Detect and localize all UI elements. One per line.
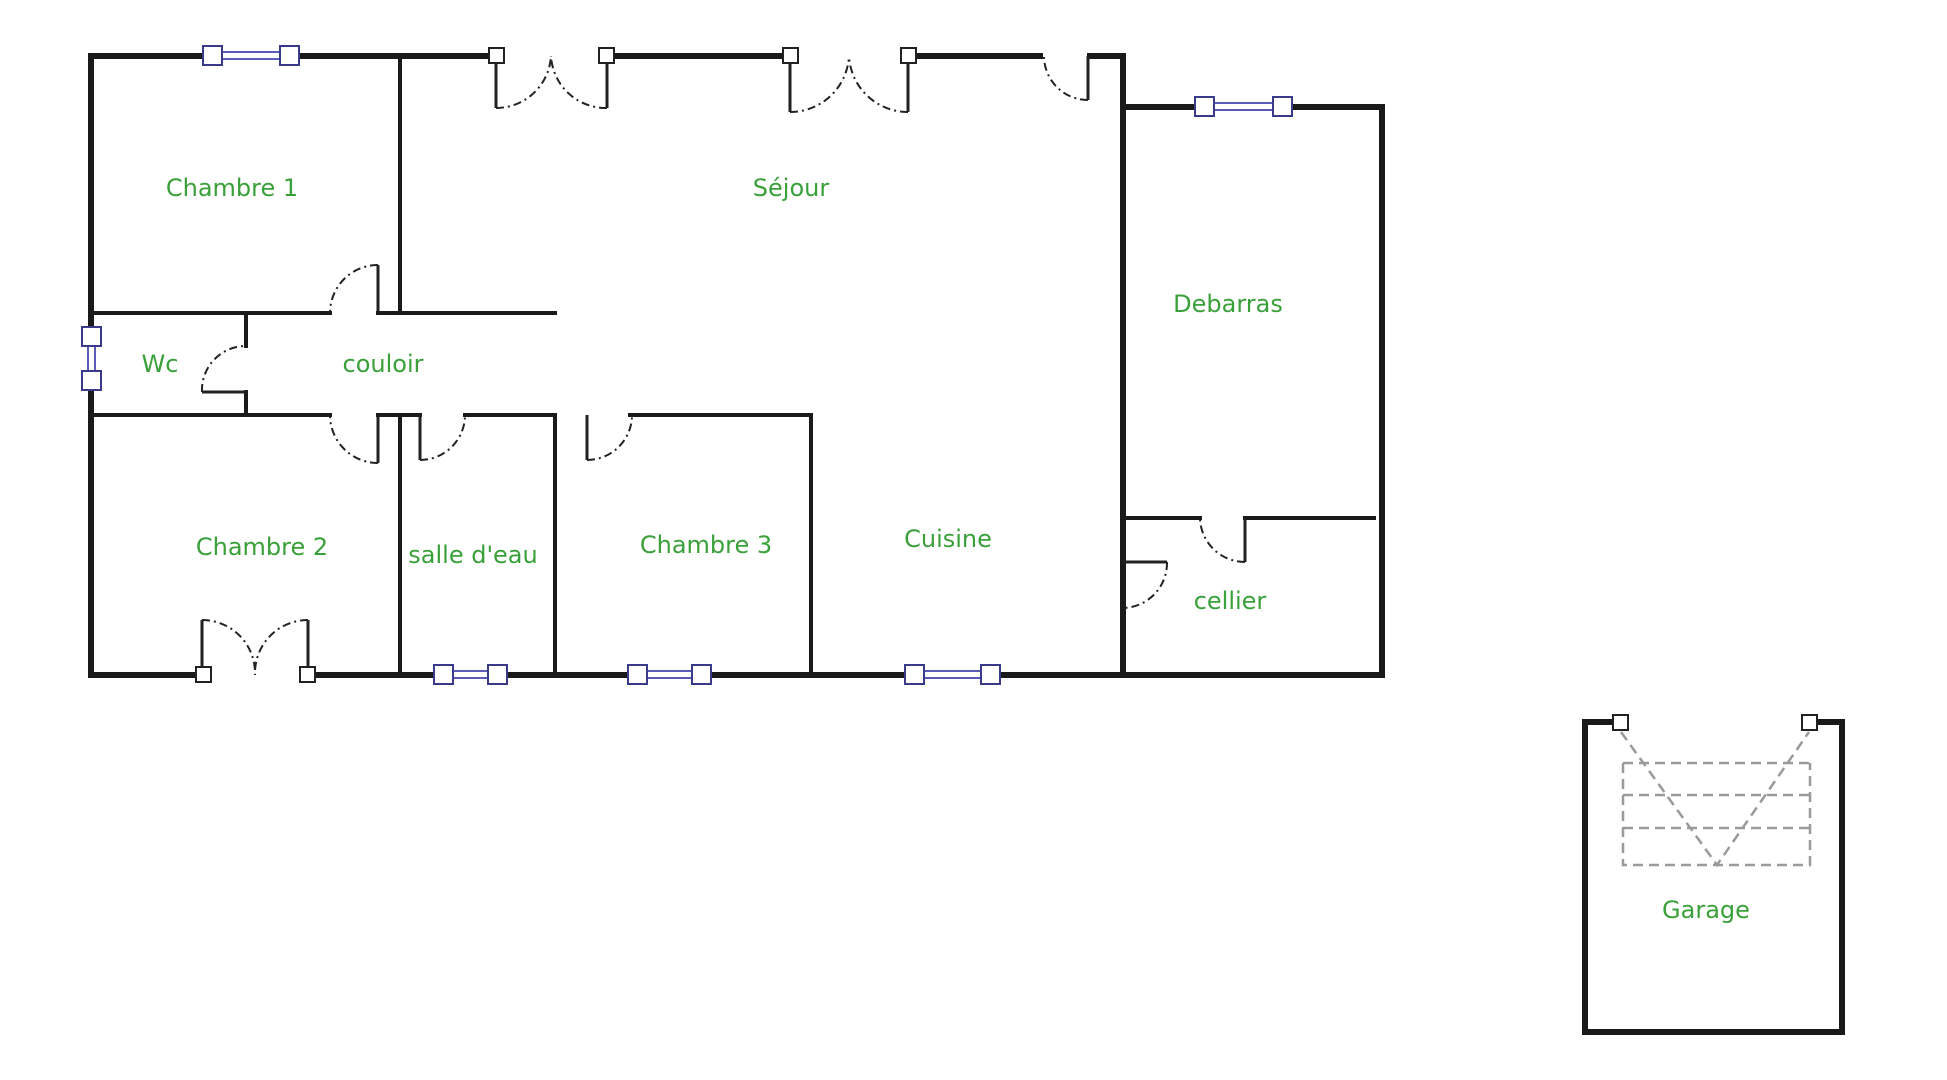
- doors: [195, 47, 1247, 683]
- interior-walls: [89, 54, 1376, 677]
- door-cellier-left: [1122, 560, 1169, 609]
- window-debarras: [1194, 96, 1293, 117]
- garage-jamb-left: [1612, 714, 1629, 731]
- window-salle-deau: [433, 664, 508, 685]
- door-sejour-double-2: [782, 47, 917, 114]
- door-chambre3: [585, 414, 633, 461]
- label-garage: Garage: [1662, 896, 1750, 924]
- label-chambre-2: Chambre 2: [196, 533, 328, 561]
- label-cellier: cellier: [1194, 587, 1267, 615]
- door-chambre2: [329, 414, 380, 464]
- wall-left-lower: [88, 378, 203, 678]
- garage-structure: [1582, 714, 1845, 1035]
- door-sejour-single: [1043, 55, 1090, 101]
- window-cuisine: [904, 664, 1001, 685]
- garage-walls: [1582, 719, 1845, 1035]
- door-sejour-double-1: [488, 47, 615, 110]
- window-chambre1: [202, 45, 300, 66]
- wall-top-right-step: [1087, 53, 1208, 110]
- label-wc: Wc: [142, 350, 179, 378]
- window-chambre3: [627, 664, 712, 685]
- door-wc: [200, 344, 247, 394]
- label-couloir: couloir: [343, 350, 424, 378]
- label-cuisine: Cuisine: [904, 525, 992, 553]
- wall-top-debarras: [1120, 104, 1385, 678]
- label-chambre-1: Chambre 1: [166, 174, 298, 202]
- garage-jamb-right: [1801, 714, 1818, 731]
- door-salle-deau: [418, 414, 466, 461]
- label-salle-deau: salle d'eau: [408, 541, 537, 569]
- window-wc: [81, 326, 102, 391]
- label-sejour: Séjour: [753, 174, 830, 202]
- label-debarras: Debarras: [1173, 290, 1283, 318]
- door-chambre1: [329, 264, 380, 314]
- door-chambre2-exterior: [195, 619, 316, 683]
- exterior-walls: [88, 53, 1385, 678]
- label-chambre-3: Chambre 3: [640, 531, 772, 559]
- door-cellier-top: [1199, 517, 1247, 563]
- room-labels: Chambre 1 Séjour Debarras Wc couloir Cha…: [142, 174, 1750, 924]
- windows: [81, 45, 1293, 685]
- garage-door-opening: [1619, 731, 1812, 868]
